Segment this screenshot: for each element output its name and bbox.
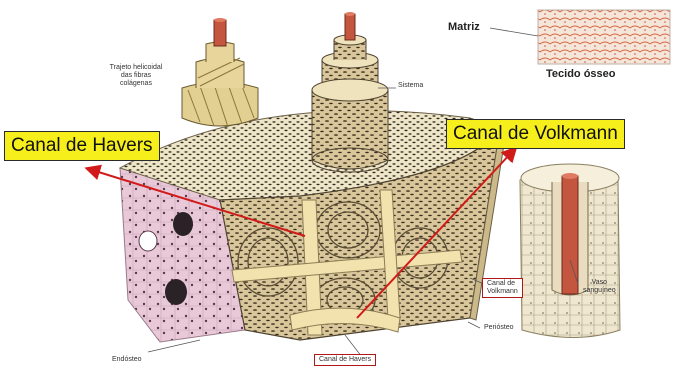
trajeto-helicoidal-label: Trajeto helicoidal das fibras colágenas [88, 64, 184, 88]
helical-fiber-cylinder [182, 18, 258, 127]
canal-volkmann-small-label: Canal de Volkmann [482, 278, 523, 298]
canal-havers-small-label: Canal de Havers [314, 354, 376, 366]
endosteo-label: Endósteo [112, 356, 142, 364]
matrix-inset [538, 10, 670, 64]
vaso-line-1: Vaso [583, 279, 616, 287]
matriz-label: Matriz [448, 21, 480, 33]
vaso-sanguineo-label: Vaso sanguíneo [583, 279, 616, 295]
canal-volkmann-small-line-1: Canal de [487, 280, 518, 288]
trajeto-line-3: colágenas [88, 80, 184, 88]
trajeto-line-1: Trajeto helicoidal [88, 64, 184, 72]
vaso-line-2: sanguíneo [583, 287, 616, 295]
vessel-cylinder [520, 164, 620, 338]
sistema-label: Sistema [398, 82, 423, 90]
canal-volkmann-callout: Canal de Volkmann [446, 119, 625, 149]
canal-havers-callout: Canal de Havers [4, 131, 160, 161]
trajeto-line-2: das fibras [88, 72, 184, 80]
tecido-osseo-label: Tecido ósseo [546, 68, 615, 80]
osteon-cylinder [312, 12, 388, 172]
periosteo-label: Periósteo [484, 324, 514, 332]
canal-volkmann-small-line-2: Volkmann [487, 288, 518, 296]
